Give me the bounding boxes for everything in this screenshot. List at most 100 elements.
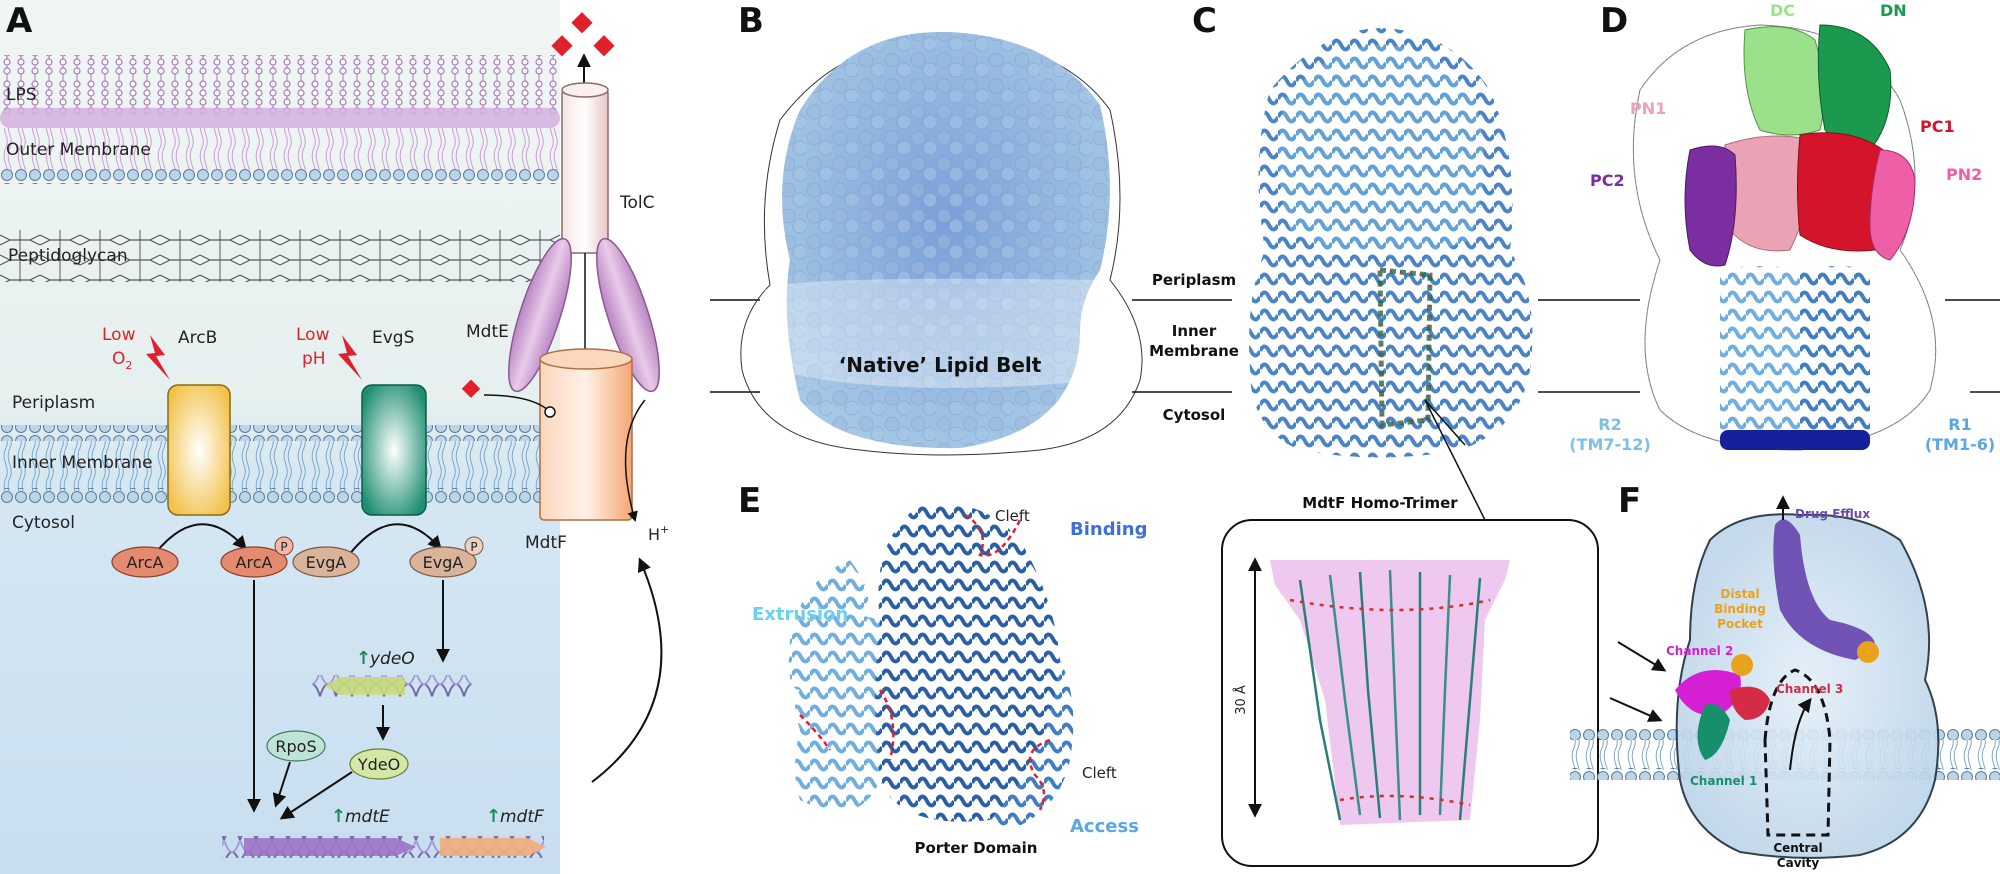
label-low-o2-line2: O2	[112, 349, 132, 372]
lps-layer	[0, 55, 560, 115]
label-mdte: MdtE	[466, 322, 509, 342]
label-evga-p: EvgA	[423, 553, 464, 572]
channel-1-entry-arrow	[1609, 697, 1663, 722]
label-dn: DN	[1880, 1, 1907, 20]
up-arrow-icon: ↑	[331, 806, 346, 827]
bound-lipids	[1377, 267, 1433, 428]
mdtf-transporter	[539, 357, 633, 521]
protomer-ribbon	[1632, 24, 1937, 451]
label-cleft-bottom: Cleft	[1082, 764, 1117, 782]
drug-diamond	[551, 35, 573, 57]
label-central-2: Cavity	[1777, 856, 1820, 870]
mdtf-gene-arrow	[440, 838, 546, 856]
label-porter: Porter Domain	[915, 839, 1038, 857]
drug-diamond	[593, 35, 615, 57]
label-phospho: P	[470, 540, 477, 554]
cryoem-density-texture	[782, 31, 1110, 449]
cleft-line-bottom	[1028, 738, 1051, 811]
label-arcb: ArcB	[178, 328, 217, 348]
domain-dc	[1743, 26, 1825, 136]
cleft-line-left	[799, 689, 895, 761]
phospho-badge	[464, 536, 484, 556]
peptidoglycan-layer	[0, 230, 560, 282]
channel-2	[1675, 670, 1741, 716]
ydeo-to-mdte-arrow	[279, 771, 353, 820]
rpos-protein	[266, 730, 326, 762]
panel-f: F Drug Efflux Distal Binding Pocket Chan…	[1570, 481, 2000, 870]
label-mdtf: MdtF	[525, 533, 567, 553]
proton-arrow	[624, 399, 646, 523]
label-drug-efflux: Drug Efflux	[1795, 507, 1870, 521]
lipid-belt	[758, 278, 1120, 388]
ydeo-gene-arrow	[325, 677, 405, 695]
label-proton: H+	[648, 523, 669, 544]
panel-label-e: E	[738, 481, 761, 521]
panel-d: D DC DN PN1 PC1 PC2 PN2 R2 (TM7-12) R1 (…	[1538, 1, 2000, 454]
lipid-density	[1270, 560, 1510, 825]
label-periplasm-c: Periplasm	[1152, 271, 1236, 289]
panel-label-a: A	[6, 1, 33, 41]
label-low-o2: Low	[102, 325, 136, 345]
rpos-arrow	[272, 761, 291, 808]
cleft-line-top	[964, 513, 1022, 557]
label-arca-p: ArcA	[236, 553, 273, 572]
arca-phosphorylation-arrow	[149, 523, 247, 561]
label-mdte-gene: mdtE	[345, 807, 390, 827]
label-pc1: PC1	[1920, 117, 1955, 136]
label-pc2: PC2	[1590, 171, 1625, 190]
domain-pc2	[1684, 145, 1737, 267]
mdtf-expression-arrow	[591, 557, 663, 783]
label-cleft-top: Cleft	[995, 507, 1030, 525]
label-trimer: MdtF Homo-Trimer	[1302, 494, 1458, 512]
mdte-left	[508, 237, 572, 393]
protomer-surface	[1675, 513, 1940, 859]
outer-membrane-lipids	[0, 108, 560, 184]
amphipathic-helix	[1720, 430, 1870, 450]
central-cavity-outline	[1763, 668, 1832, 837]
label-dc: DC	[1770, 1, 1795, 20]
label-distal-3: Pocket	[1717, 617, 1763, 631]
substrate-entry-dot	[544, 406, 556, 418]
label-rpos: RpoS	[275, 737, 316, 756]
evga-protein	[292, 546, 360, 578]
panel-label-c: C	[1192, 1, 1217, 41]
label-channel-2: Channel 2	[1666, 644, 1733, 658]
lipid-chains	[1289, 569, 1491, 821]
label-ydeo-protein: YdeO	[357, 755, 400, 774]
tolc-top	[561, 82, 609, 98]
arca-protein	[111, 546, 179, 578]
up-arrow-icon: ↑	[356, 648, 371, 669]
panel-b: B ‘Native’ Lipid Belt	[710, 1, 1143, 456]
label-cytosol: Cytosol	[12, 513, 75, 533]
label-arca: ArcA	[127, 553, 164, 572]
domain-r1	[1800, 266, 1870, 445]
label-pn2: PN2	[1946, 165, 1982, 184]
domain-pn2	[1869, 149, 1916, 261]
lightning-icon	[338, 335, 362, 380]
label-channel-1: Channel 1	[1690, 774, 1757, 788]
panel-label-b: B	[738, 1, 764, 41]
ydeo-protein	[349, 748, 409, 780]
distal-pocket-marker	[1857, 641, 1879, 663]
evgs-sensor	[361, 384, 427, 516]
label-evga: EvgA	[306, 553, 347, 572]
label-tolc: TolC	[619, 193, 655, 213]
label-inner-c-2: Membrane	[1149, 342, 1239, 360]
label-phospho: P	[280, 540, 287, 554]
panel-label-f: F	[1618, 481, 1641, 521]
porter-extrusion-upper	[788, 560, 868, 690]
label-r2: R2	[1598, 415, 1621, 434]
mdtf-top	[539, 348, 633, 370]
label-inner-c-1: Inner	[1172, 322, 1217, 340]
label-lps: LPS	[6, 85, 37, 105]
label-r1-sub: (TM1-6)	[1925, 435, 1995, 454]
label-peptidoglycan: Peptidoglycan	[8, 246, 128, 266]
tolc-channel	[561, 87, 609, 254]
drug-efflux-channel	[1773, 519, 1876, 660]
mdte-right	[596, 237, 660, 393]
evga-phosphorylation-arrow	[344, 523, 442, 561]
panel-label-d: D	[1600, 1, 1628, 41]
up-arrow-icon: ↑	[486, 806, 501, 827]
label-central-1: Central	[1773, 841, 1822, 855]
